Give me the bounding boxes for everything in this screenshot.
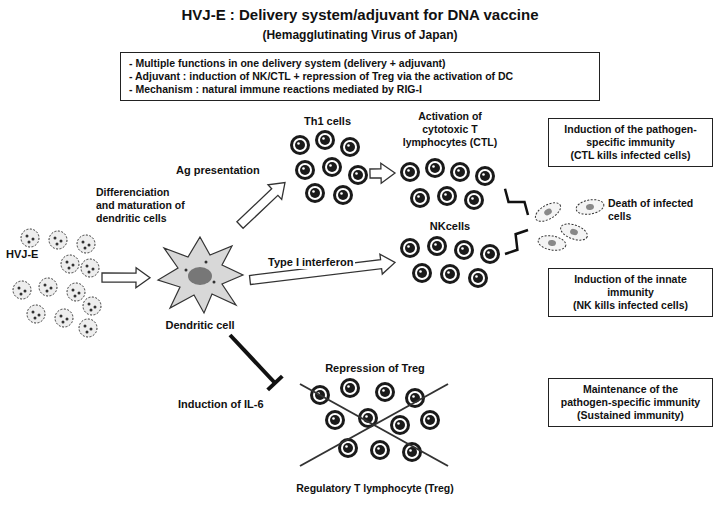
edge-label: Ag presentation xyxy=(176,164,273,177)
text-slot: Regulatory T lymphocyte (Treg) xyxy=(275,482,475,495)
arrow-connector xyxy=(102,268,150,288)
text-slot: Activation of cytotoxic T lymphocytes (C… xyxy=(395,110,505,149)
diagram-title: HVJ-E : Delivery system/adjuvant for DNA… xyxy=(0,6,720,24)
text-slot: NKcells xyxy=(395,220,505,233)
node-text: HVJ-E xyxy=(6,248,50,261)
node-text: - Mechanism : natural immune reactions m… xyxy=(129,83,591,96)
hollow-arrow xyxy=(250,254,396,284)
outcome-box: Induction of the innate immunity(NK kill… xyxy=(548,268,713,317)
node-text: (NK kills infected cells) xyxy=(557,299,704,312)
arrow-connector xyxy=(370,163,395,183)
th1-cells xyxy=(290,130,368,205)
node-text: - Adjuvant : induction of NK/CTL + repre… xyxy=(129,70,591,83)
inhibition-line xyxy=(230,335,275,383)
dendritic-cell-symbol xyxy=(158,237,243,313)
hvj-particles xyxy=(13,229,101,337)
hollow-arrow xyxy=(370,163,395,183)
edge-label: Type I interferon xyxy=(266,256,355,269)
outcome-box: Maintenance of the pathogen-specific imm… xyxy=(548,378,713,427)
treg-cells xyxy=(300,378,448,466)
arrow-connector xyxy=(237,183,285,229)
text-slot: Death of infected cells xyxy=(608,197,694,223)
nk-cells xyxy=(400,236,500,288)
lightning-line xyxy=(505,189,528,215)
edge-label: Differenciation and maturation of dendri… xyxy=(96,186,188,225)
node-text: Repression of Treg xyxy=(275,362,475,375)
ctl-cell-group: Activation of cytotoxic T lymphocytes (C… xyxy=(395,110,505,215)
node-text: Induction of the pathogen-specific immun… xyxy=(557,123,704,149)
hollow-arrow xyxy=(237,183,285,229)
nk-cell-group: NKcells xyxy=(395,220,505,305)
node-text: Dendritic cell xyxy=(150,319,250,332)
node-text: (Sustained immunity) xyxy=(557,409,704,422)
treg-cell-group: Repression of TregRegulatory T lymphocyt… xyxy=(275,362,475,502)
inhibition-connector xyxy=(230,335,282,390)
node-text: Maintenance of the pathogen-specific imm… xyxy=(557,383,704,409)
edge-label: Induction of IL-6 xyxy=(178,398,278,411)
arrow-connector xyxy=(250,254,396,284)
node-text: - Multiple functions in one delivery sys… xyxy=(129,57,591,70)
outcome-box: Induction of the pathogen-specific immun… xyxy=(548,118,713,167)
node-text: Activation of cytotoxic T lymphocytes (C… xyxy=(395,110,505,149)
hvj-particle-group: HVJ-E xyxy=(2,228,102,338)
th1-cell-group: Th1 cells xyxy=(285,115,370,205)
node-text: Death of infected cells xyxy=(608,197,694,223)
node-text: (CTL kills infected cells) xyxy=(557,149,704,162)
node-text: NKcells xyxy=(395,220,505,233)
info-box: - Multiple functions in one delivery sys… xyxy=(120,52,600,101)
text-slot: Th1 cells xyxy=(285,115,370,128)
node-text: Th1 cells xyxy=(285,115,370,128)
infected-cell-group: Death of infected cells xyxy=(528,185,694,260)
infected-cells xyxy=(532,198,605,253)
inhibition-bar xyxy=(268,376,283,390)
text-slot: Dendritic cell xyxy=(150,319,250,332)
text-slot: Repression of Treg xyxy=(275,362,475,375)
node-text: Regulatory T lymphocyte (Treg) xyxy=(275,482,475,495)
subtitle-label: (Hemagglutinating Virus of Japan) xyxy=(0,28,720,43)
killing-bolt xyxy=(505,230,528,254)
hollow-arrow xyxy=(102,268,150,288)
killing-bolt xyxy=(505,189,528,215)
node-text: Induction of the innate immunity xyxy=(557,273,704,299)
lightning-line xyxy=(505,230,528,254)
text-slot: HVJ-E xyxy=(6,248,50,261)
dendritic-cell-node: Dendritic cell xyxy=(150,225,250,335)
ctl-cells xyxy=(400,158,495,210)
